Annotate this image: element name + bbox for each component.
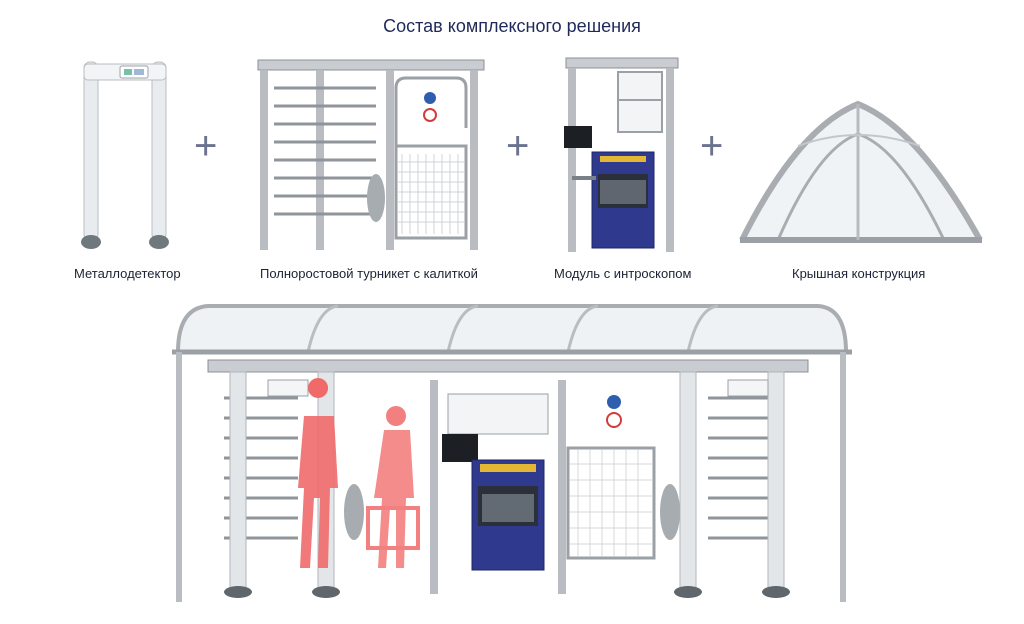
- turnstile-image: [256, 58, 486, 253]
- scanner-module-image: [562, 56, 680, 256]
- plus-sign-1: +: [194, 124, 218, 168]
- roof-label: Крышная конструкция: [792, 266, 926, 281]
- roof-image: [738, 94, 984, 246]
- complex-solution-illustration: [168, 298, 856, 608]
- metal-detector-label: Металлодетектор: [74, 266, 181, 281]
- scanner-module-label: Модуль с интроскопом: [554, 266, 692, 281]
- plus-sign-3: +: [700, 124, 724, 168]
- plus-sign-2: +: [506, 124, 530, 168]
- page-title: Состав комплексного решения: [383, 16, 641, 36]
- turnstile-label: Полноростовой турникет с калиткой: [260, 266, 478, 281]
- metal-detector-image: [70, 56, 180, 256]
